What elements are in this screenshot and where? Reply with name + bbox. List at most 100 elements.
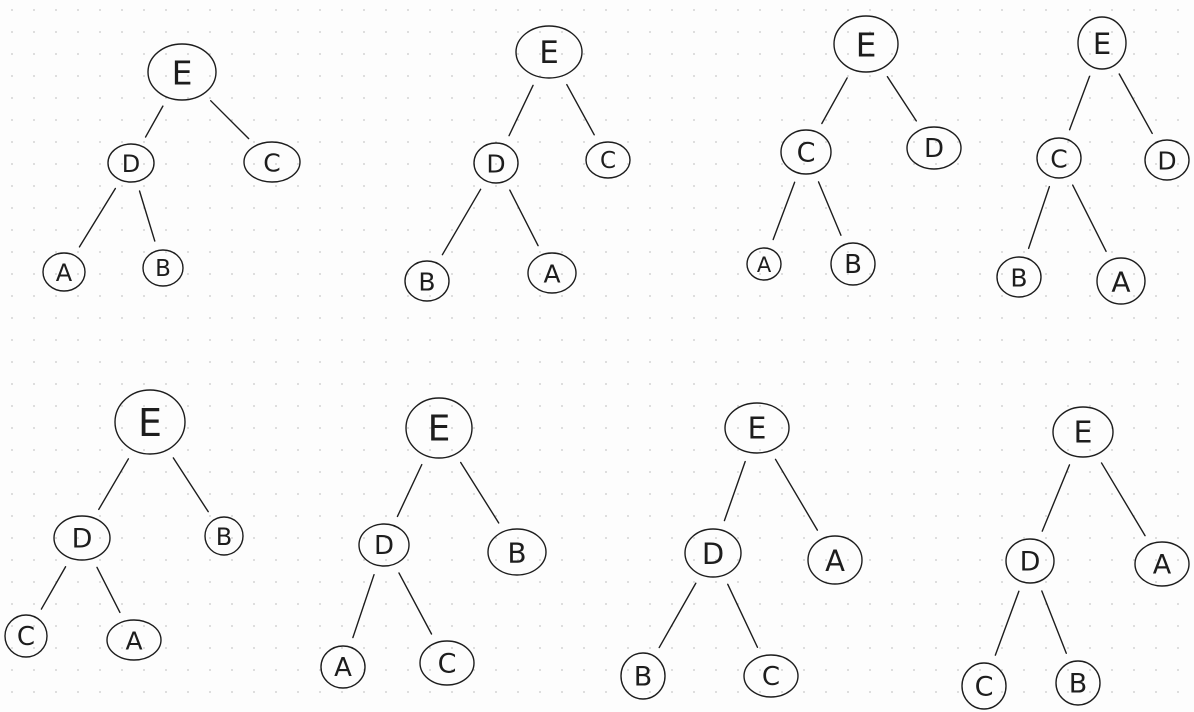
grid-dot	[803, 493, 805, 495]
grid-dot	[385, 493, 387, 495]
grid-dot	[891, 97, 893, 99]
grid-dot	[429, 31, 431, 33]
grid-dot	[649, 119, 651, 121]
grid-dot	[1089, 97, 1091, 99]
grid-dot	[253, 383, 255, 385]
grid-dot	[671, 295, 673, 297]
grid-dot	[715, 163, 717, 165]
grid-dot	[341, 339, 343, 341]
grid-dot	[605, 427, 607, 429]
grid-dot	[1155, 537, 1157, 539]
grid-dot	[1067, 471, 1069, 473]
grid-dot	[869, 383, 871, 385]
grid-dot	[1045, 493, 1047, 495]
tree-node-root: E	[833, 15, 899, 73]
grid-dot	[231, 75, 233, 77]
grid-dot	[231, 295, 233, 297]
grid-dot	[231, 515, 233, 517]
grid-dot	[121, 251, 123, 253]
grid-dot	[847, 207, 849, 209]
grid-dot	[165, 383, 167, 385]
grid-dot	[605, 251, 607, 253]
grid-dot	[1155, 31, 1157, 33]
grid-dot	[825, 31, 827, 33]
grid-dot	[77, 603, 79, 605]
grid-dot	[539, 119, 541, 121]
grid-dot	[473, 229, 475, 231]
grid-dot	[1089, 53, 1091, 55]
grid-dot	[715, 449, 717, 451]
grid-dot	[121, 31, 123, 33]
grid-dot	[605, 163, 607, 165]
grid-dot	[319, 141, 321, 143]
grid-dot	[451, 493, 453, 495]
grid-dot	[671, 559, 673, 561]
grid-dot	[253, 603, 255, 605]
grid-dot	[1023, 273, 1025, 275]
grid-dot	[1133, 317, 1135, 319]
grid-dot	[55, 141, 57, 143]
grid-dot	[319, 405, 321, 407]
grid-dot	[1067, 53, 1069, 55]
grid-dot	[627, 295, 629, 297]
grid-dot	[803, 537, 805, 539]
grid-dot	[385, 427, 387, 429]
grid-dot	[957, 141, 959, 143]
grid-dot	[979, 581, 981, 583]
grid-dot	[429, 493, 431, 495]
grid-dot	[693, 97, 695, 99]
grid-dot	[99, 53, 101, 55]
grid-dot	[517, 559, 519, 561]
grid-dot	[407, 647, 409, 649]
grid-dot	[561, 31, 563, 33]
node-label: D	[702, 537, 724, 571]
grid-dot	[891, 383, 893, 385]
grid-dot	[583, 119, 585, 121]
grid-dot	[1001, 449, 1003, 451]
grid-dot	[55, 361, 57, 363]
grid-dot	[275, 603, 277, 605]
grid-dot	[341, 317, 343, 319]
grid-dot	[495, 449, 497, 451]
grid-dot	[1133, 537, 1135, 539]
grid-dot	[275, 9, 277, 11]
tree-node-right: C	[585, 141, 631, 179]
grid-dot	[737, 361, 739, 363]
grid-dot	[759, 427, 761, 429]
grid-dot	[429, 471, 431, 473]
grid-dot	[187, 119, 189, 121]
grid-dot	[77, 361, 79, 363]
grid-dot	[1001, 295, 1003, 297]
grid-dot	[33, 31, 35, 33]
grid-dot	[715, 75, 717, 77]
grid-dot	[539, 647, 541, 649]
grid-dot	[33, 97, 35, 99]
grid-dot	[363, 493, 365, 495]
grid-dot	[781, 185, 783, 187]
grid-dot	[1045, 295, 1047, 297]
grid-dot	[1045, 339, 1047, 341]
node-circle	[1096, 257, 1146, 305]
node-circle	[487, 528, 547, 576]
grid-dot	[165, 427, 167, 429]
grid-dot	[671, 97, 673, 99]
grid-dot	[627, 9, 629, 11]
grid-dot	[99, 273, 101, 275]
grid-dot	[1133, 53, 1135, 55]
grid-dot	[77, 9, 79, 11]
grid-dot	[913, 97, 915, 99]
grid-dot	[33, 559, 35, 561]
node-circle	[515, 25, 583, 79]
grid-dot	[1067, 691, 1069, 693]
grid-dot	[1177, 119, 1179, 121]
grid-dot	[209, 559, 211, 561]
grid-dot	[165, 31, 167, 33]
grid-dot	[935, 251, 937, 253]
grid-dot	[935, 361, 937, 363]
grid-dot	[363, 317, 365, 319]
grid-dot	[1133, 669, 1135, 671]
grid-dot	[803, 603, 805, 605]
grid-dot	[143, 405, 145, 407]
grid-dot	[1111, 471, 1113, 473]
